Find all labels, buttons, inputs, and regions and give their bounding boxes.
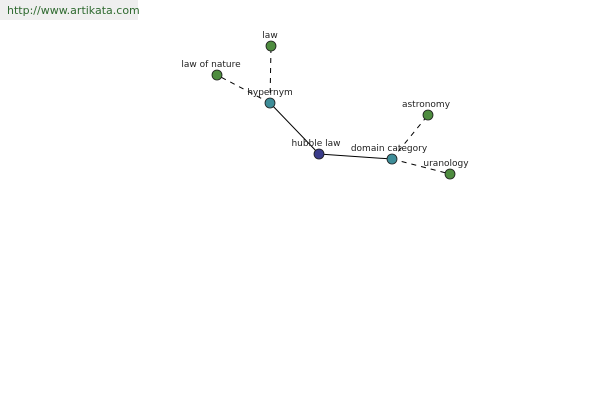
url-link[interactable]: http://www.artikata.com (7, 4, 140, 17)
node-astronomy-label: astronomy (402, 100, 451, 110)
edges-layer (216, 45, 451, 175)
node-astronomy-dot[interactable] (422, 109, 434, 121)
node-law-label: law (262, 31, 277, 41)
node-uranology-dot[interactable] (444, 168, 456, 180)
node-astronomy[interactable]: astronomy (402, 100, 451, 121)
node-law[interactable]: law (262, 31, 278, 52)
node-hubble-law[interactable]: hubble law (291, 139, 341, 160)
node-hubble-law-dot[interactable] (313, 148, 325, 160)
node-hypernym-dot[interactable] (264, 97, 276, 109)
node-uranology-label: uranology (423, 159, 469, 169)
node-domain-category[interactable]: domain category (351, 144, 428, 165)
node-hypernym-label: hypernym (247, 88, 293, 98)
node-law-dot[interactable] (265, 40, 277, 52)
edge-hubble-law-to-hypernym (269, 102, 320, 155)
nodes-layer: hubble law hypernym domain category law law … (181, 31, 469, 180)
node-law-of-nature-label: law of nature (181, 60, 241, 70)
node-hypernym[interactable]: hypernym (247, 88, 293, 109)
edge-hubble-law-to-domain-category (318, 153, 393, 160)
node-domain-category-label: domain category (351, 144, 428, 154)
url-banner[interactable]: http://www.artikata.com (0, 0, 140, 20)
node-law-of-nature-dot[interactable] (211, 69, 223, 81)
node-uranology[interactable]: uranology (423, 159, 469, 180)
node-law-of-nature[interactable]: law of nature (181, 60, 241, 81)
node-domain-category-dot[interactable] (386, 153, 398, 165)
node-hubble-law-label: hubble law (291, 139, 340, 149)
